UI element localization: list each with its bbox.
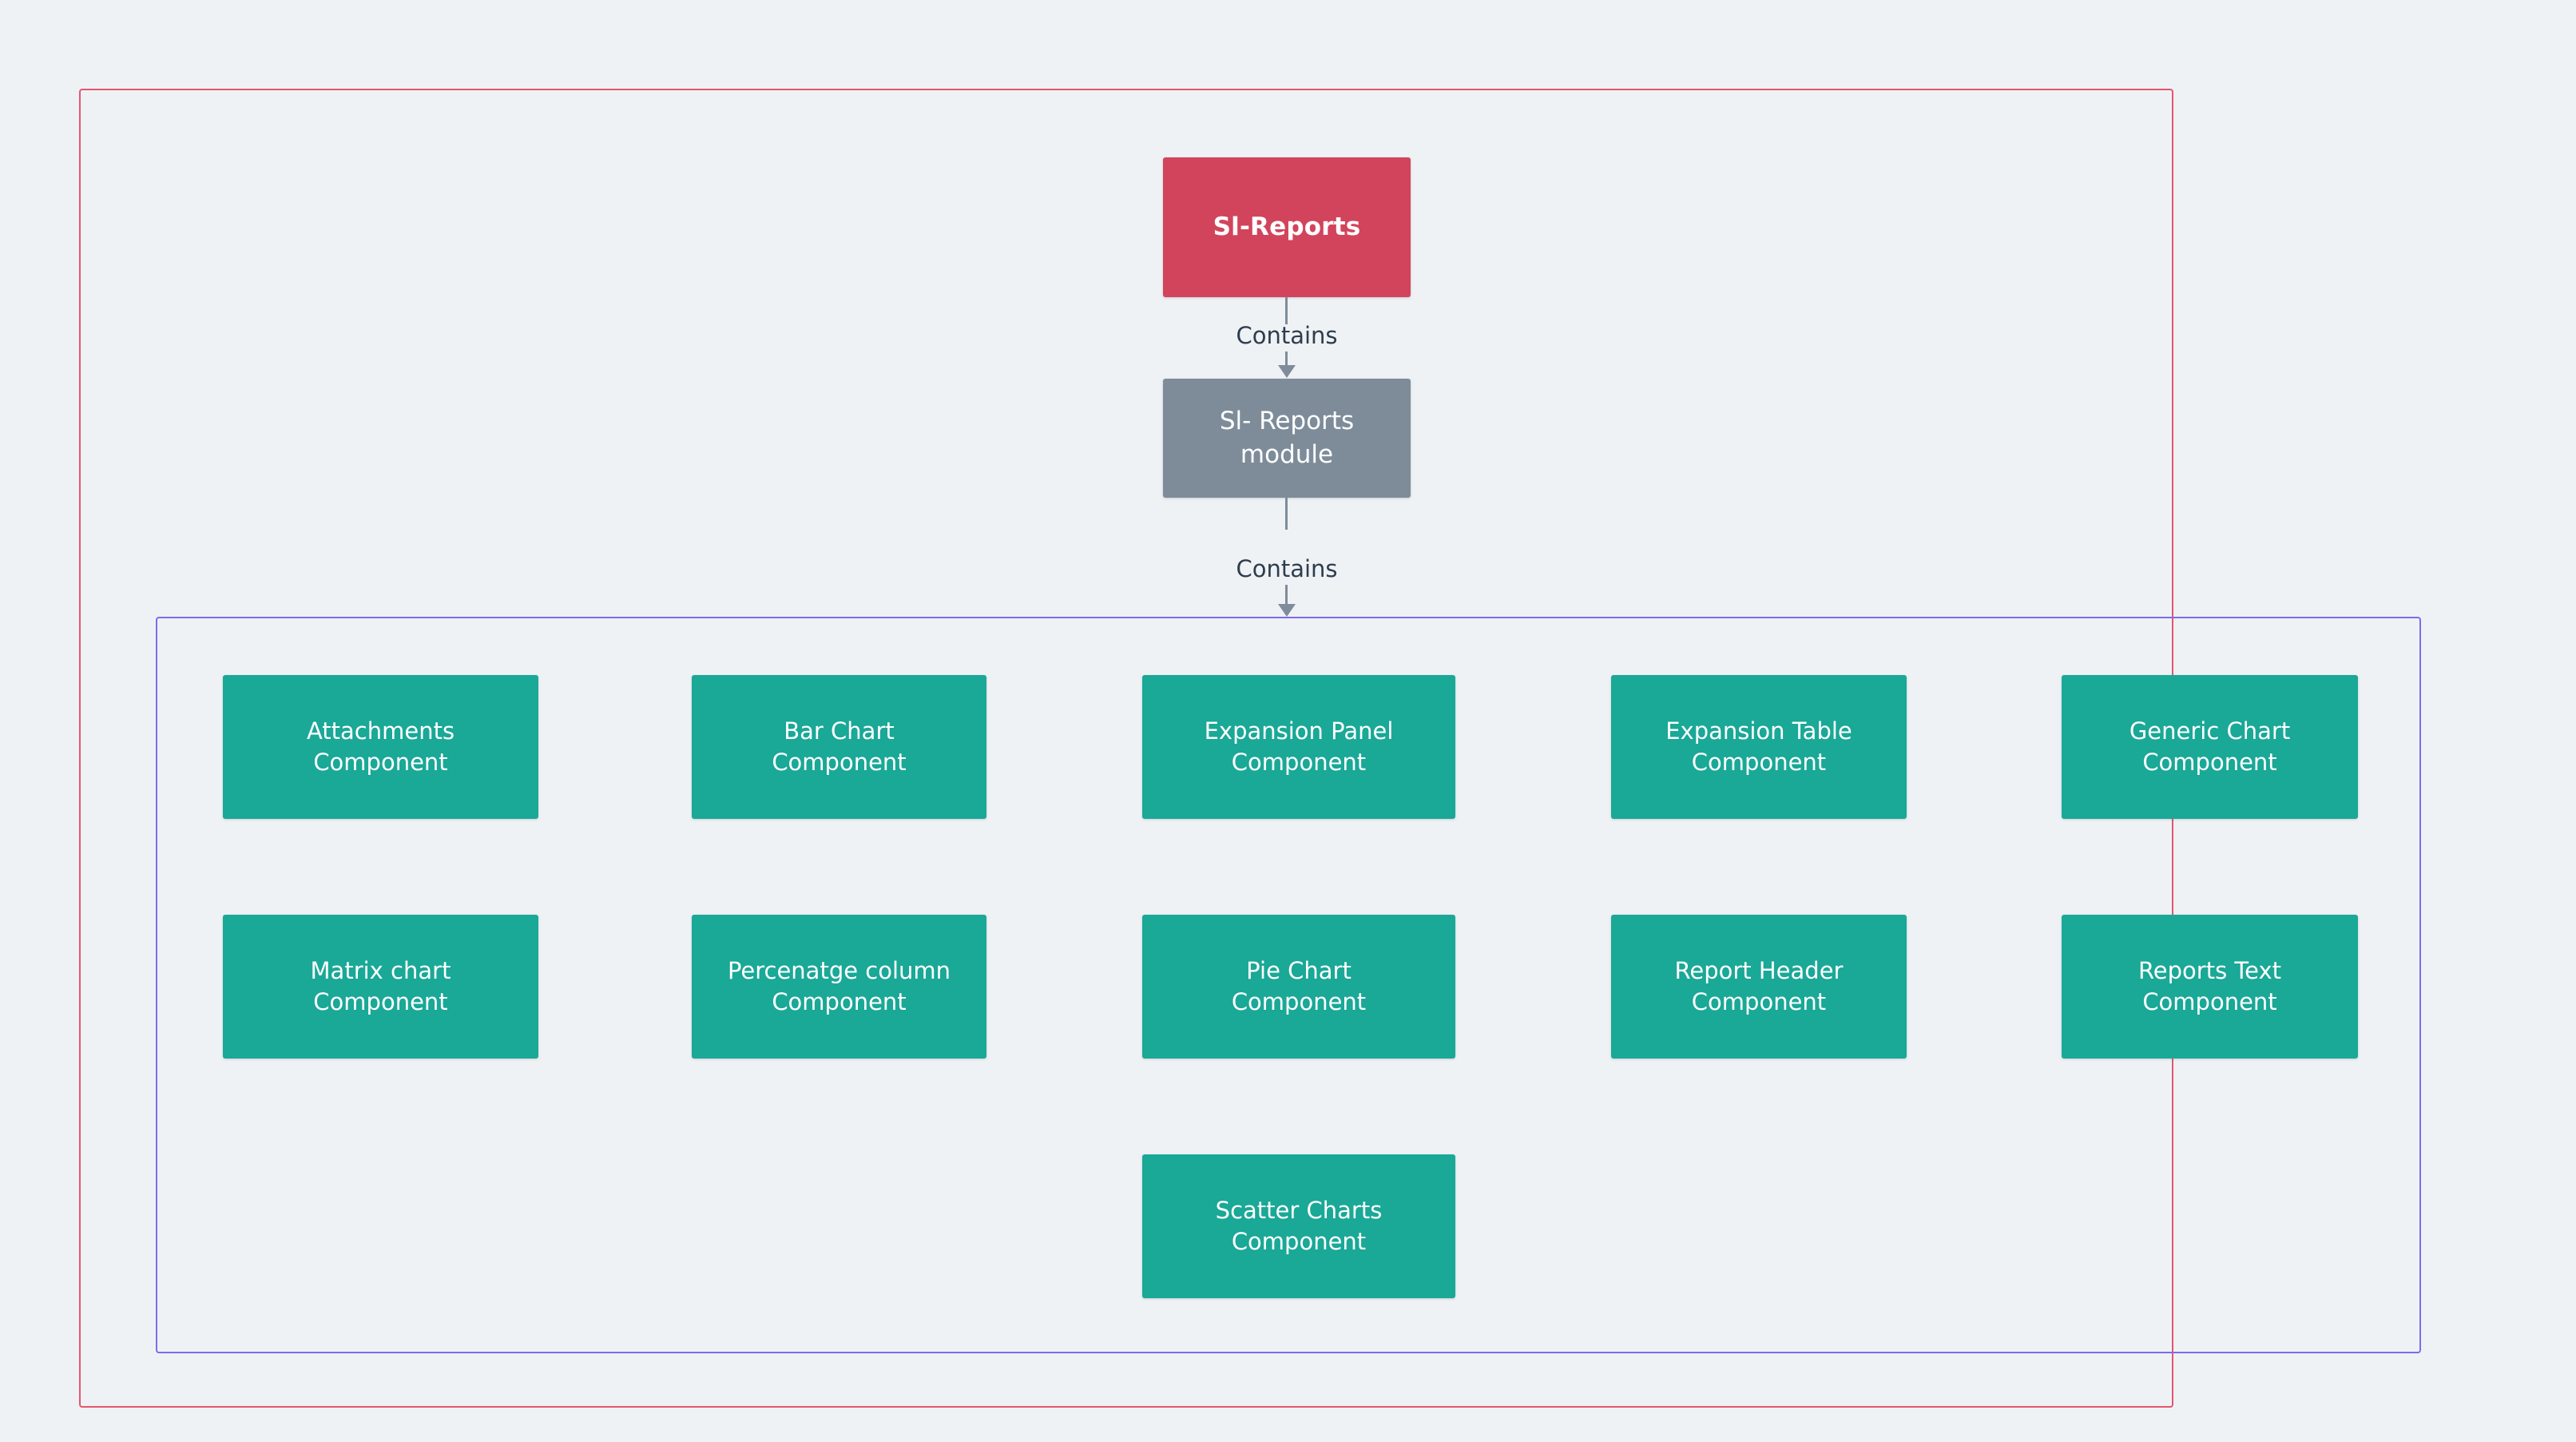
components-boundary — [156, 617, 2421, 1353]
node-reports-text-component-label: Reports Text Component — [2137, 957, 2282, 1015]
node-bar-chart-component[interactable]: Bar Chart Component — [692, 675, 986, 819]
node-sl-reports[interactable]: Sl-Reports — [1163, 157, 1411, 297]
node-generic-chart-component[interactable]: Generic Chart Component — [2062, 675, 2358, 819]
node-attachments-component-label: Attachments Component — [306, 717, 455, 776]
node-matrix-chart-component[interactable]: Matrix chart Component — [223, 915, 538, 1059]
node-matrix-chart-component-label: Matrix chart Component — [310, 957, 451, 1015]
node-report-header-component-label: Report Header Component — [1674, 957, 1844, 1015]
node-sl-reports-module[interactable]: Sl- Reports module — [1163, 379, 1411, 498]
node-attachments-component[interactable]: Attachments Component — [223, 675, 538, 819]
node-expansion-table-component-label: Expansion Table Component — [1665, 717, 1852, 776]
node-expansion-panel-component-label: Expansion Panel Component — [1204, 717, 1394, 776]
edge-module-to-components-arrow-icon — [1278, 604, 1296, 617]
node-percentage-column-component[interactable]: Percenatge column Component — [692, 915, 986, 1059]
edge-root-to-module-line-lower — [1285, 352, 1288, 369]
node-sl-reports-label: Sl-Reports — [1213, 212, 1361, 241]
node-scatter-charts-component-label: Scatter Charts Component — [1215, 1197, 1383, 1255]
node-expansion-panel-component[interactable]: Expansion Panel Component — [1142, 675, 1455, 819]
node-percentage-column-component-label: Percenatge column Component — [727, 957, 951, 1015]
edge-root-to-module-arrow-icon — [1278, 365, 1296, 378]
node-pie-chart-component-label: Pie Chart Component — [1231, 957, 1367, 1015]
node-scatter-charts-component[interactable]: Scatter Charts Component — [1142, 1154, 1455, 1298]
edge-root-to-module-label: Contains — [1236, 322, 1338, 349]
node-report-header-component[interactable]: Report Header Component — [1611, 915, 1907, 1059]
node-generic-chart-component-label: Generic Chart Component — [2129, 717, 2291, 776]
node-sl-reports-module-label: Sl- Reports module — [1219, 406, 1355, 469]
node-pie-chart-component[interactable]: Pie Chart Component — [1142, 915, 1455, 1059]
edge-root-to-module-line — [1285, 297, 1288, 324]
node-reports-text-component[interactable]: Reports Text Component — [2062, 915, 2358, 1059]
edge-module-to-components-line — [1285, 498, 1288, 530]
edge-module-to-components-line-lower — [1285, 585, 1288, 606]
node-bar-chart-component-label: Bar Chart Component — [772, 717, 907, 776]
node-expansion-table-component[interactable]: Expansion Table Component — [1611, 675, 1907, 819]
edge-module-to-components-label: Contains — [1236, 555, 1338, 582]
